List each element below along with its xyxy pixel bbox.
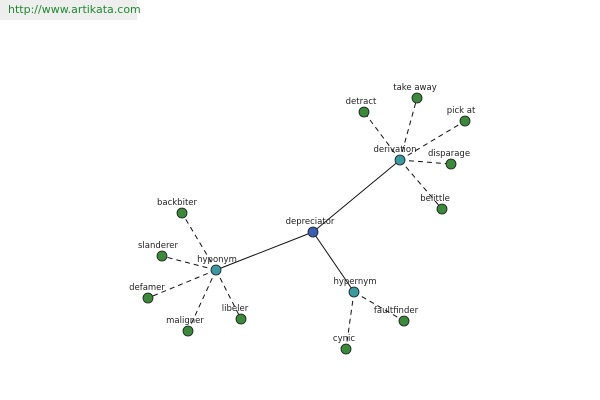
term-label[interactable]: maligner — [166, 316, 204, 326]
edge-hyponym-term — [187, 269, 217, 332]
center-node-label[interactable]: depreciator — [286, 217, 335, 227]
term-label[interactable]: libeler — [222, 304, 249, 314]
term-label[interactable]: backbiter — [157, 198, 198, 208]
edge-hyponym-term — [181, 212, 217, 271]
term-node[interactable] — [176, 207, 188, 219]
term-node[interactable] — [340, 343, 352, 355]
edge-center-hyponym — [215, 231, 314, 271]
term-label[interactable]: disparage — [428, 149, 470, 159]
term-node[interactable] — [436, 203, 448, 215]
term-node[interactable] — [459, 115, 471, 127]
term-label[interactable]: pick at — [447, 106, 476, 116]
center-node[interactable] — [307, 226, 319, 238]
edge-hyponym-term — [215, 269, 242, 320]
term-node[interactable] — [235, 313, 247, 325]
edge-hypernym-term — [353, 291, 405, 322]
relation-label-hyponym[interactable]: hyponym — [197, 255, 237, 265]
relation-node-hypernym[interactable] — [348, 286, 360, 298]
edges-layer — [147, 97, 466, 350]
term-node[interactable] — [358, 106, 370, 118]
term-node[interactable] — [411, 92, 423, 104]
term-node[interactable] — [398, 315, 410, 327]
relation-node-derivation[interactable] — [394, 154, 406, 166]
relation-label-derivation[interactable]: derivation — [373, 145, 416, 155]
relation-label-hypernym[interactable]: hypernym — [333, 277, 376, 287]
edge-center-hypernym — [312, 231, 355, 293]
relation-node-hyponym[interactable] — [210, 264, 222, 276]
edge-derivation-term — [399, 120, 466, 161]
nodes-layer — [142, 92, 471, 355]
labels-layer: depreciator derivation detract take away pic… — [129, 83, 476, 344]
edge-center-derivation — [312, 159, 401, 233]
edge-hyponym-term — [161, 255, 217, 271]
site-url-link[interactable]: http://www.artikata.com — [0, 0, 141, 20]
term-label[interactable]: slanderer — [138, 241, 179, 251]
term-label[interactable]: take away — [393, 83, 437, 93]
term-label[interactable]: cynic — [333, 334, 355, 344]
term-label[interactable]: faultfinder — [374, 306, 419, 316]
term-node[interactable] — [142, 292, 154, 304]
term-node[interactable] — [182, 325, 194, 337]
term-label[interactable]: defamer — [129, 283, 165, 293]
edge-hyponym-term — [147, 269, 217, 299]
edge-hypernym-term — [345, 291, 355, 350]
term-node[interactable] — [156, 250, 168, 262]
edge-derivation-term — [363, 111, 401, 161]
term-label[interactable]: detract — [346, 97, 377, 107]
term-label[interactable]: belittle — [420, 194, 450, 204]
edge-derivation-term — [399, 97, 418, 161]
term-node[interactable] — [445, 158, 457, 170]
edge-derivation-term — [399, 159, 452, 165]
edge-derivation-term — [399, 159, 443, 210]
